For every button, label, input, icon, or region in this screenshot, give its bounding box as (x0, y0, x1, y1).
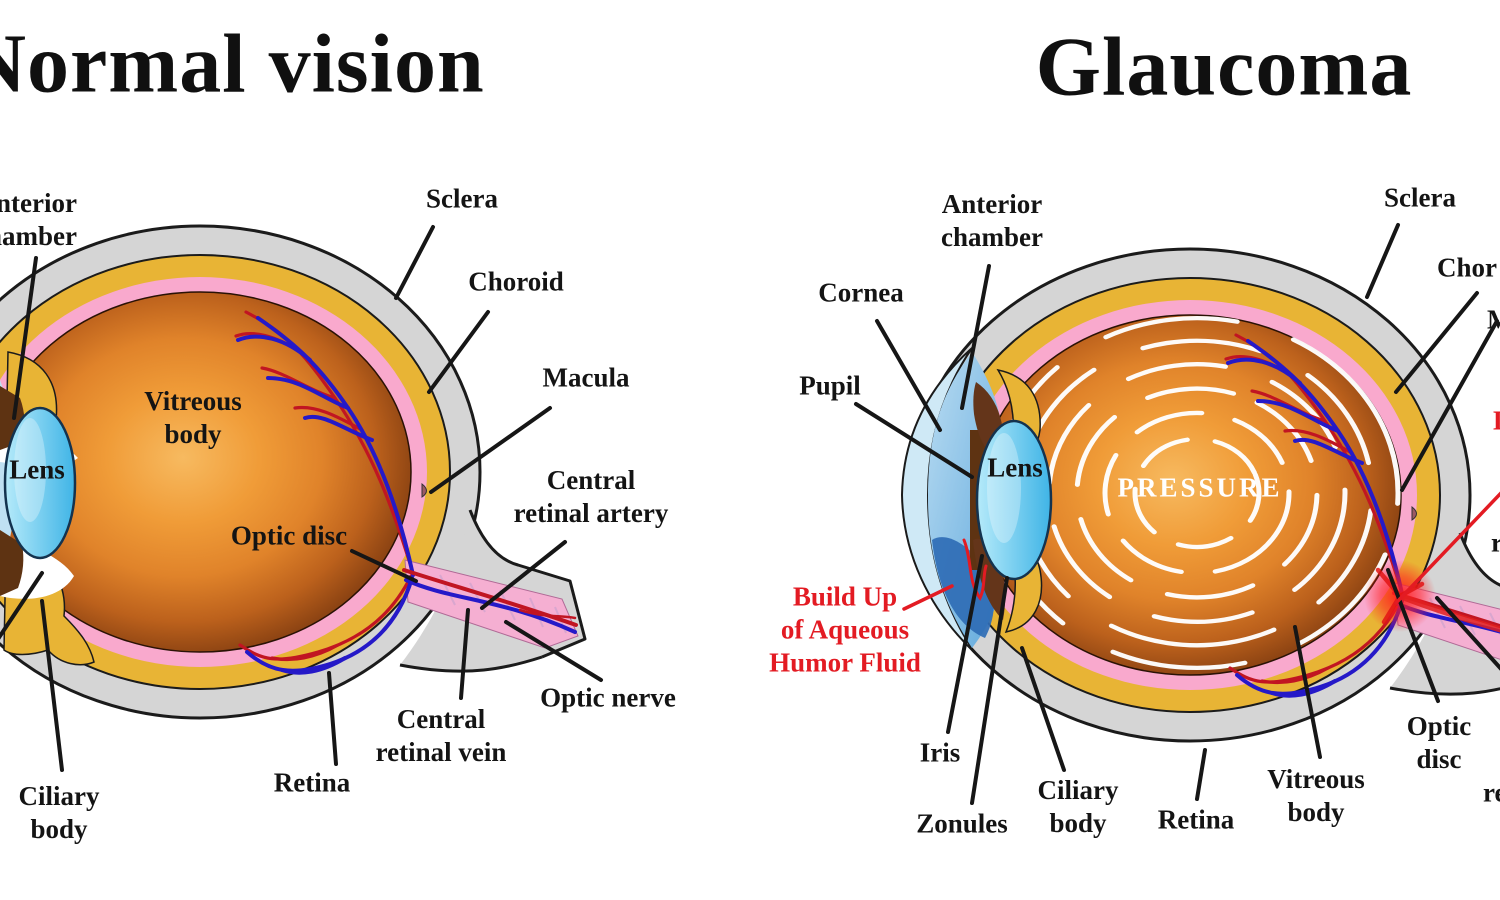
ciliary-line2: body (30, 814, 88, 844)
zonules-label: Zonules (916, 808, 1008, 839)
pressure-text: PRESSURE (1117, 472, 1283, 503)
pointer-ciliary-body-right (1020, 646, 1066, 772)
pointer-central-retinal-artery (480, 540, 567, 610)
pointer-central-retinal-vein (459, 608, 470, 700)
choroid-label-clipped: Chor (1437, 252, 1497, 283)
optic-nerve-label: Optic nerve (540, 682, 676, 713)
ciliary-line1: Ciliary (18, 781, 100, 812)
pointer-optic-disc-left (350, 549, 418, 583)
macula-label-clipped: M (1487, 304, 1500, 335)
nerve-damage-label-clipped: D (1493, 405, 1500, 438)
optic-disc-g-line2: disc (1416, 744, 1462, 774)
buildup-line3: Humor Fluid (769, 647, 921, 678)
pointer-anterior-chamber-right (960, 264, 991, 410)
anterior-chamber-line2: chamber (0, 221, 77, 251)
cornea-label: Cornea (818, 277, 904, 308)
pointer-macula-left (429, 406, 552, 494)
anterior-chamber-g-line2: chamber (941, 222, 1043, 252)
pointer-ciliary-body-left (40, 599, 64, 772)
pupil-label: Pupil (799, 370, 861, 401)
anterior-chamber-label-glaucoma: Anterior chamber (941, 188, 1043, 254)
crv-line2: retinal vein (375, 737, 507, 767)
pointer-zonules (970, 576, 1009, 805)
pointer-retina-right (1195, 748, 1207, 801)
pointer-pupil (854, 402, 974, 479)
retinal-artery-label-clipped: r (1491, 527, 1500, 558)
retina-label-normal: Retina (273, 767, 351, 798)
vitreous-line1: Vitreous (144, 386, 242, 417)
red-pointer-lines (902, 491, 1500, 611)
retina-label-glaucoma: Retina (1157, 804, 1235, 835)
buildup-line2: of Aqueous (780, 614, 910, 645)
sclera-label-glaucoma: Sclera (1384, 182, 1456, 213)
cra-line1: Central (546, 465, 636, 496)
pointer-optic-nerve (504, 620, 603, 682)
glaucoma-title: Glaucoma (1035, 20, 1413, 114)
pointer-cornea (875, 319, 942, 432)
ciliary-g-line2: body (1049, 808, 1107, 838)
normal-eye-illustration (0, 224, 587, 720)
pointer-sclera-right (1365, 223, 1400, 299)
optic-disc-g-line1: Optic (1406, 711, 1472, 742)
pointer-optic-disc-right (1386, 568, 1440, 703)
anterior-chamber-line1: Anterior (0, 188, 77, 219)
vitreous-body-label-glaucoma: Vitreous body (1267, 763, 1365, 829)
anterior-chamber-g-line1: Anterior (941, 189, 1043, 220)
pointer-sclera-left (394, 225, 435, 300)
lens-label-normal: Lens (9, 454, 65, 485)
pointer-aqueous-buildup (902, 584, 954, 611)
central-retinal-vein-label: Central retinal vein (376, 703, 507, 769)
pointer-choroid-left (427, 310, 490, 394)
ciliary-body-label-normal: Ciliary body (19, 780, 100, 846)
vitreous-body-label-normal: Vitreous body (144, 385, 242, 451)
choroid-label-normal: Choroid (468, 266, 564, 297)
buildup-line1: Build Up (792, 581, 898, 612)
pointer-iris (946, 554, 984, 734)
ciliary-body-label-glaucoma: Ciliary body (1038, 774, 1119, 840)
aqueous-buildup-label: Build Up of Aqueous Humor Fluid (769, 581, 921, 680)
anterior-chamber-label-normal: Anterior chamber (0, 187, 77, 253)
retinal-vein-label-clipped: re (1483, 777, 1500, 808)
normal-vision-title: Normal vision (0, 17, 485, 111)
sclera-label-normal: Sclera (426, 183, 498, 214)
pointer-offscreen-label-left (0, 571, 44, 640)
ciliary-g-line1: Ciliary (1037, 775, 1119, 806)
pointer-nerve-damage (1394, 491, 1500, 605)
lens-label-glaucoma: Lens (987, 452, 1043, 483)
cra-line2: retinal artery (513, 498, 669, 528)
vitreous-g-line2: body (1287, 797, 1345, 827)
pointer-lines (0, 223, 1500, 805)
pointer-retinal-vein-right (1435, 596, 1500, 671)
pointer-macula-right (1400, 319, 1499, 492)
iris-label: Iris (919, 737, 961, 768)
optic-disc-label-glaucoma: Optic disc (1407, 710, 1472, 776)
pointer-vitreous-body-right (1293, 625, 1322, 759)
pointer-retina-left (327, 671, 338, 766)
crv-line1: Central (396, 704, 486, 735)
vitreous-g-line1: Vitreous (1267, 764, 1365, 795)
macula-label-normal: Macula (542, 362, 630, 393)
pointer-choroid-right (1394, 291, 1479, 394)
optic-disc-label-normal: Optic disc (230, 520, 348, 551)
central-retinal-artery-label: Central retinal artery (514, 464, 669, 530)
pointer-anterior-chamber-left (12, 256, 38, 420)
vitreous-line2: body (164, 419, 222, 449)
